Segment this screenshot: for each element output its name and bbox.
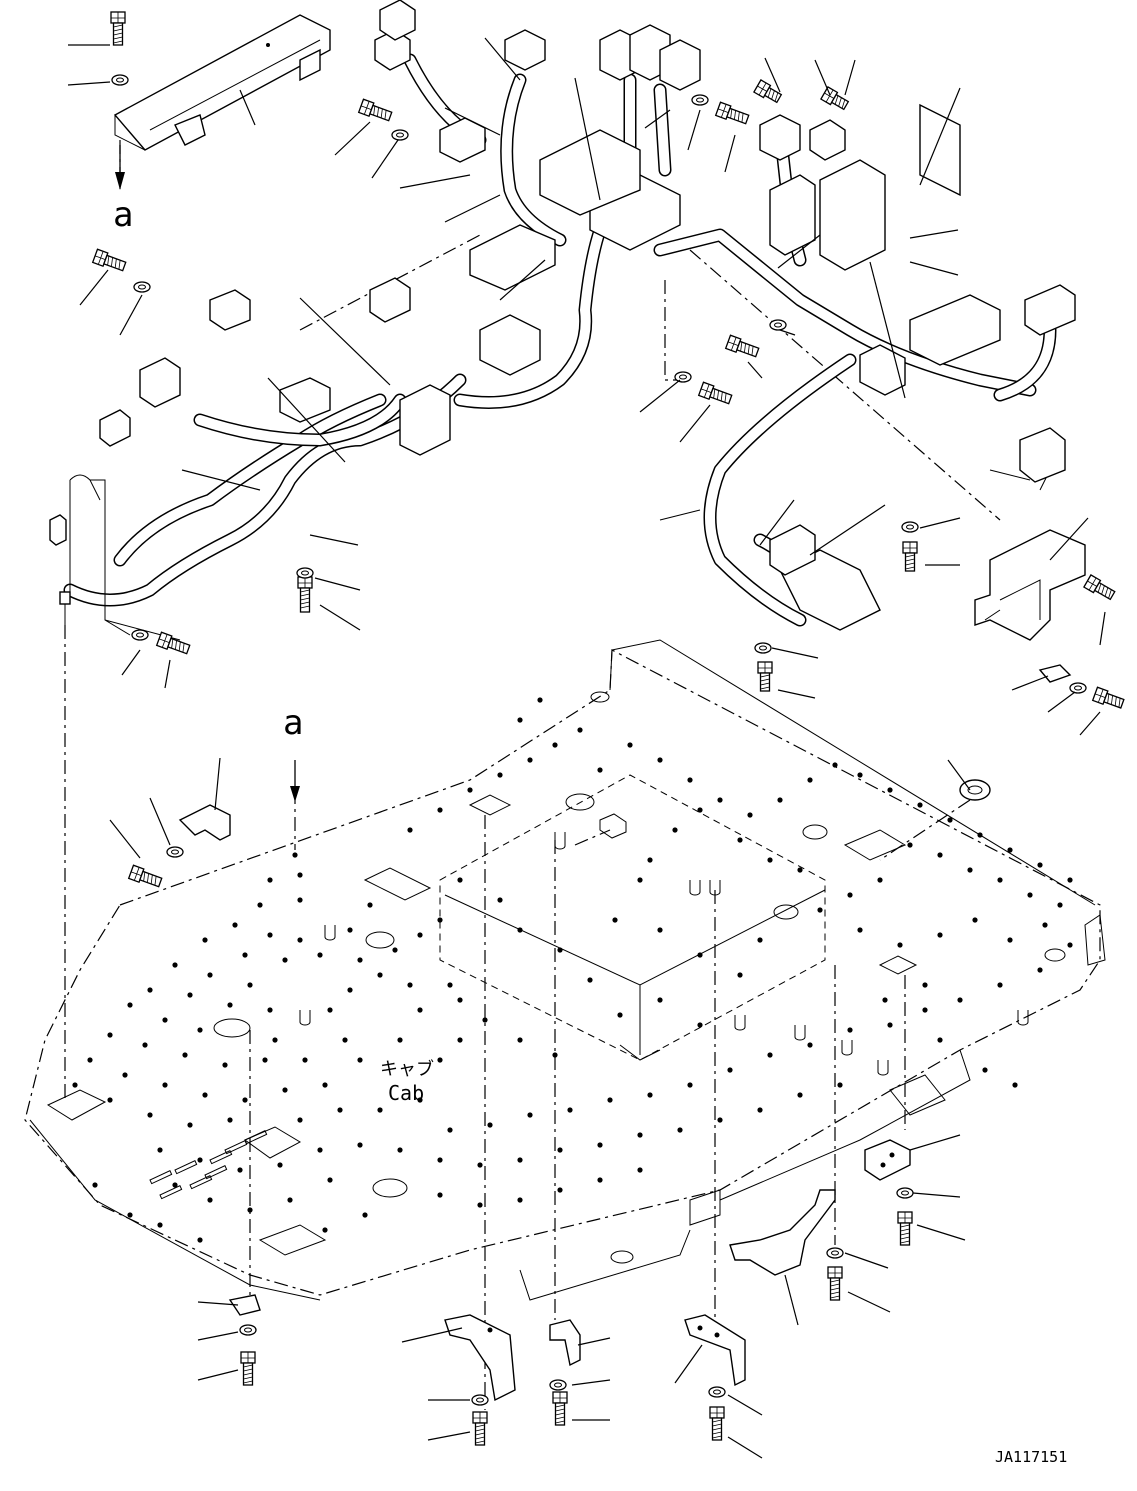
- cab-label-en: Cab: [388, 1081, 424, 1105]
- cover-bracket: [113, 14, 331, 151]
- cab-label-jp: キャブ: [380, 1058, 434, 1080]
- assembly-lines: [64, 140, 1001, 1410]
- leader-lines: [67, 37, 1106, 1459]
- cab-floor-plate: [24, 639, 1106, 1301]
- lower-brackets: [178, 529, 1086, 1402]
- bolts-and-washers: [91, 11, 1125, 1446]
- connector-blocks: [49, 0, 1076, 631]
- floor-holes: [72, 697, 1073, 1243]
- ref-label-a-floor: a: [283, 703, 303, 743]
- ref-label-a-top: a: [113, 195, 133, 235]
- wiring-harness: [59, 53, 1057, 641]
- drawing-id: JA117151: [995, 1448, 1067, 1466]
